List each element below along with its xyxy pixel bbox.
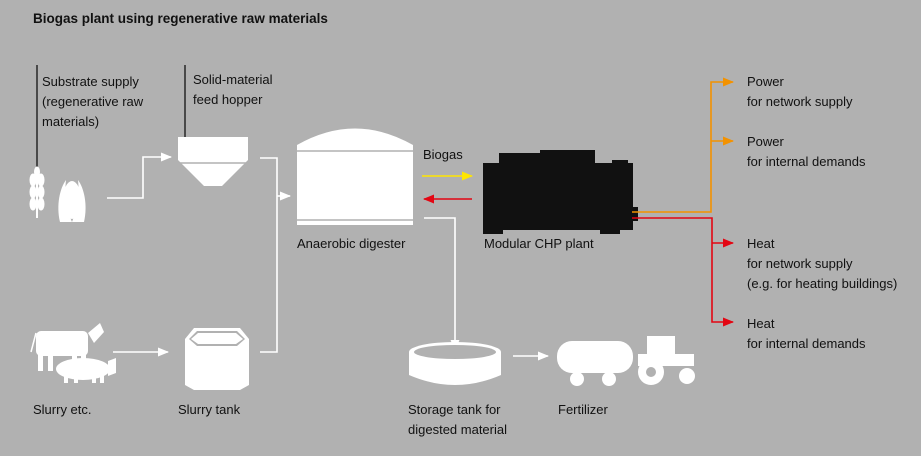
hopper-icon xyxy=(178,137,248,186)
hopper-to-digester-arrow xyxy=(260,157,278,196)
power-network-label: Power for network supply xyxy=(747,74,853,109)
substrate-supply-label: Substrate supply (regenerative raw mater… xyxy=(42,74,144,129)
tractor-icon xyxy=(638,336,695,385)
corn-icon xyxy=(58,180,86,222)
heat-internal-label: Heat for internal demands xyxy=(747,316,866,351)
slurry-tank-label: Slurry tank xyxy=(178,402,241,417)
biogas-label: Biogas xyxy=(423,147,463,162)
digester-label: Anaerobic digester xyxy=(297,236,406,251)
slurry-label: Slurry etc. xyxy=(33,402,92,417)
fertilizer-tank-icon xyxy=(557,341,633,386)
heat-output-line xyxy=(632,217,735,327)
chp-engine-icon xyxy=(483,150,638,234)
fertilizer-label: Fertilizer xyxy=(558,402,608,417)
storage-tank-label: Storage tank for digested material xyxy=(408,402,507,437)
pig-icon xyxy=(56,358,116,383)
slurry-tank-to-digester-arrow xyxy=(260,196,278,353)
digester-icon xyxy=(297,128,413,225)
feed-hopper-label: Solid-material feed hopper xyxy=(193,72,273,107)
cow-icon xyxy=(30,323,104,371)
power-internal-label: Power for internal demands xyxy=(747,134,866,169)
digester-to-storage-arrow xyxy=(424,217,460,352)
wheat-icon xyxy=(29,166,45,218)
diagram-title: Biogas plant using regenerative raw mate… xyxy=(33,11,328,26)
heat-network-label: Heat for network supply (e.g. for heatin… xyxy=(747,236,898,291)
slurry-tank-icon xyxy=(185,328,249,390)
storage-tank-icon xyxy=(409,342,501,385)
chp-label: Modular CHP plant xyxy=(484,236,594,251)
power-output-line xyxy=(632,77,735,213)
substrate-to-hopper-arrow xyxy=(107,152,173,199)
